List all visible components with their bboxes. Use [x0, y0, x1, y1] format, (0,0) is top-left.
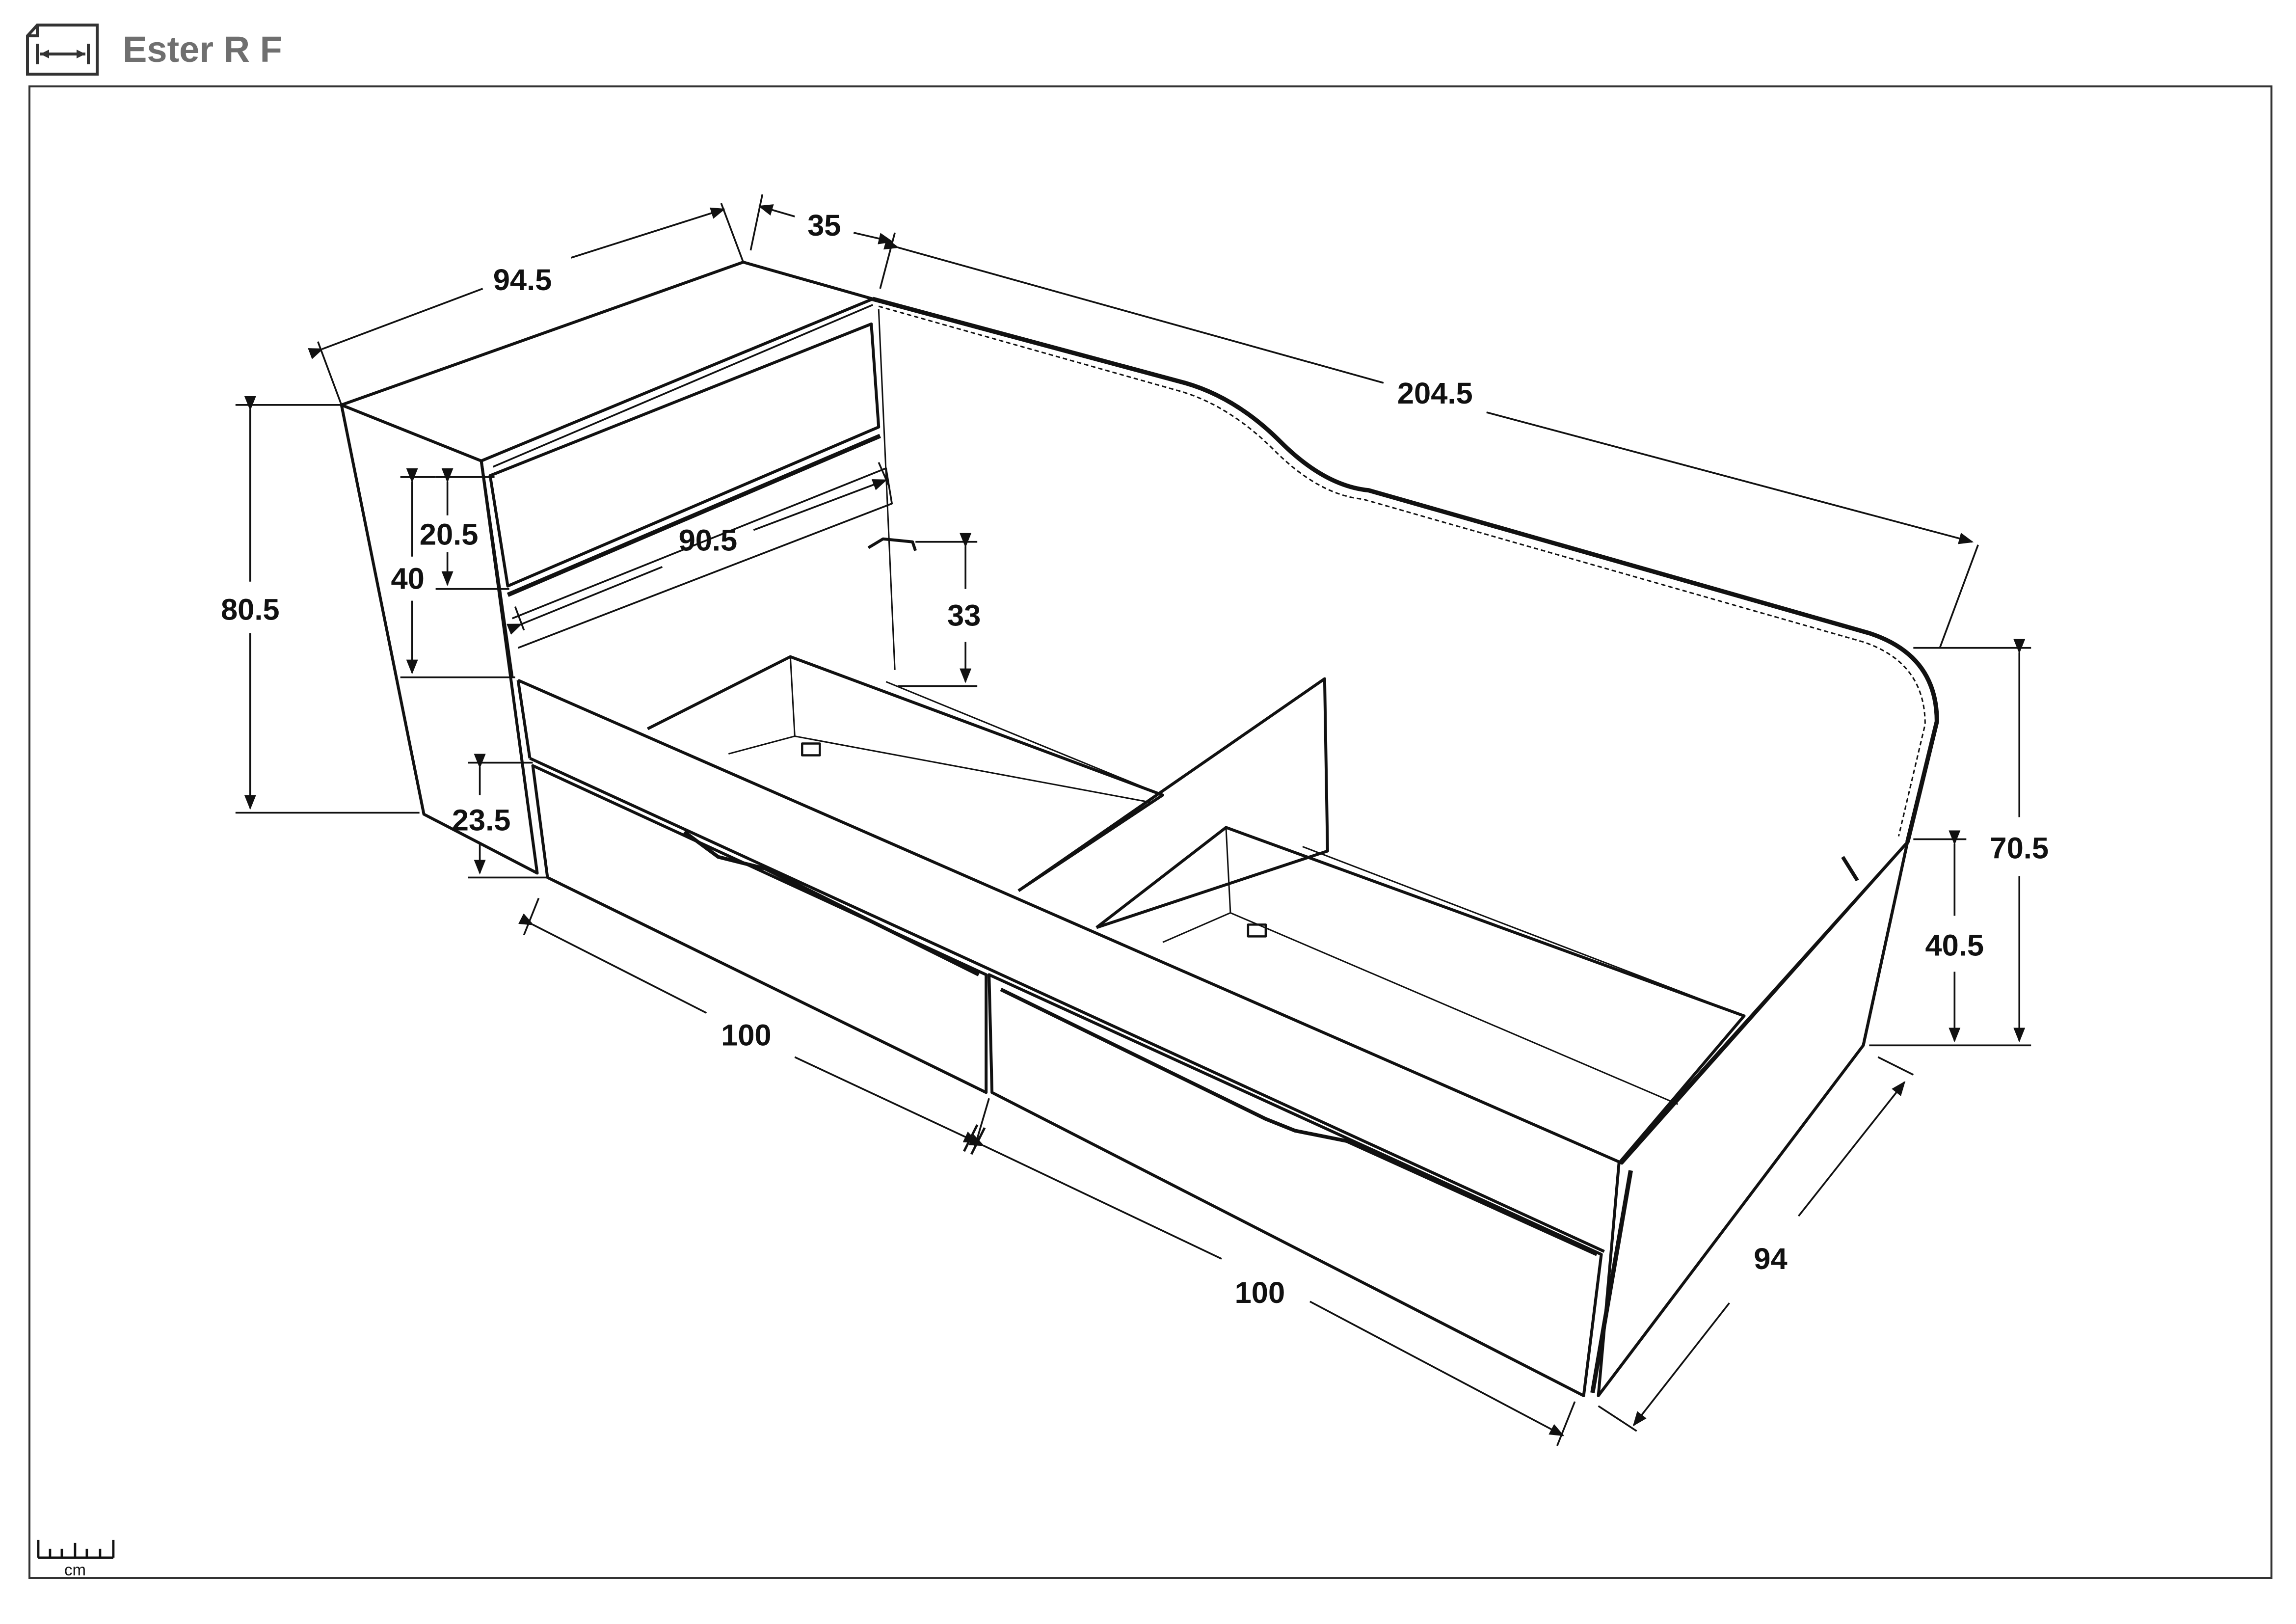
inner-box-left	[647, 655, 1164, 892]
foot-panel	[1597, 840, 1909, 1397]
box-left-latch	[801, 742, 821, 757]
dim-head-height: 80.5	[221, 593, 280, 627]
divider-panel	[1017, 677, 1329, 929]
dim-length: 204.5	[1397, 377, 1473, 410]
dim-drawer-1: 100	[721, 1018, 772, 1052]
dim-top-depth: 94.5	[493, 263, 552, 297]
dim-shelf-depth: 35	[807, 209, 841, 243]
dim-drawer-small: 20.5	[420, 518, 479, 552]
storage-front-edge	[480, 460, 514, 678]
front-rail-left	[516, 680, 532, 758]
storage-shelf-panel	[488, 322, 881, 588]
front-rail-top	[517, 678, 1909, 1165]
foot-panel-edge	[1590, 1170, 1633, 1393]
dim-drawer-2: 100	[1235, 1276, 1285, 1310]
dim-inner-height: 33	[947, 599, 981, 633]
drawer-right	[988, 973, 1603, 1397]
dim-foot-height: 70.5	[1990, 831, 2049, 865]
headboard-inner-edge	[878, 309, 896, 670]
dim-shelf-width: 90.5	[679, 524, 738, 558]
dimension-labels: 94.5 35 204.5 80.5 20.5 40 90.5 33 23.5 …	[221, 209, 2049, 1310]
dimension-lines	[235, 194, 2031, 1446]
scale-unit: cm	[64, 1561, 86, 1579]
inner-box-right	[1095, 826, 1746, 1164]
shelf-edge	[507, 433, 881, 597]
shelf-top-lip	[492, 304, 873, 468]
drawer-right-handle	[1000, 987, 1598, 1256]
front-rail	[518, 655, 1737, 1164]
front-rail-bottom	[529, 757, 1605, 1253]
bed-outline	[340, 260, 1939, 1397]
storage-top	[340, 260, 875, 462]
dim-side-height: 40.5	[1925, 928, 1984, 962]
back-panel-top	[872, 297, 1939, 843]
inner-box-left-floor	[789, 656, 1151, 803]
box-right-latch	[1247, 923, 1267, 938]
drawer-left-handle	[683, 830, 980, 976]
back-panel-top-inner	[878, 305, 1926, 837]
dim-shelf-gap: 40	[391, 562, 424, 596]
foot-handle	[1841, 856, 1859, 882]
top-handle	[867, 537, 917, 551]
measure-icon	[26, 24, 99, 76]
page-title: Ester R F	[123, 28, 282, 70]
dim-base-height: 23.5	[452, 803, 511, 837]
header: Ester R F	[26, 20, 282, 79]
shelf-lower-panel	[511, 467, 893, 649]
dim-bed-width: 94	[1754, 1242, 1787, 1276]
drawing-frame	[28, 85, 2272, 1579]
ruler-icon	[37, 1540, 115, 1559]
